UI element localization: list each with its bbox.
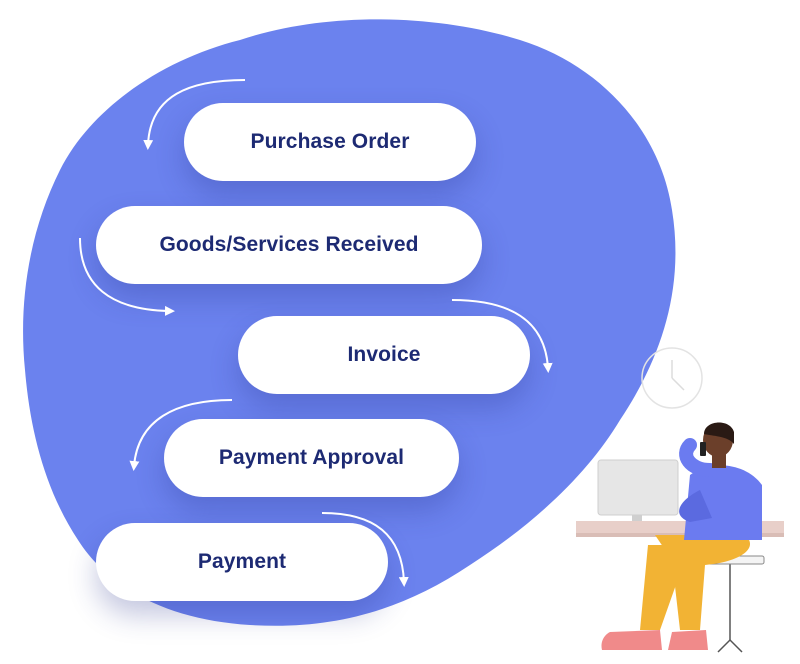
step-payment: Payment bbox=[96, 523, 388, 601]
step-label: Purchase Order bbox=[250, 130, 410, 153]
step-goods-services-received: Goods/Services Received bbox=[96, 206, 482, 284]
step-invoice: Invoice bbox=[238, 316, 530, 394]
step-label: Payment bbox=[197, 550, 287, 573]
step-label: Payment Approval bbox=[218, 446, 405, 469]
step-label: Goods/Services Received bbox=[159, 233, 419, 256]
step-payment-approval: Payment Approval bbox=[164, 419, 459, 497]
step-label: Invoice bbox=[347, 343, 421, 366]
step-purchase-order: Purchase Order bbox=[184, 103, 476, 181]
